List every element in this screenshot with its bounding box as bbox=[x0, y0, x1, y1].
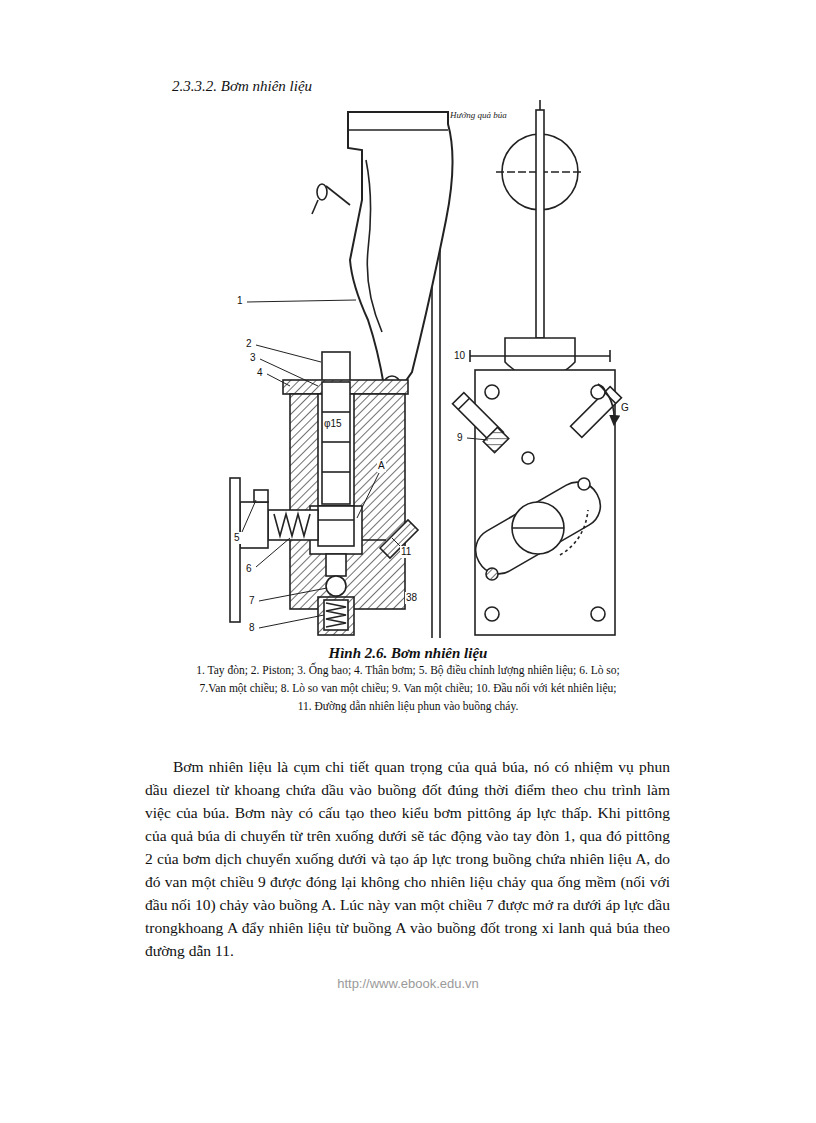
footer-url: http://www.ebook.edu.vn bbox=[0, 976, 816, 991]
section-heading: 2.3.3.2. Bơm nhiên liệu bbox=[172, 78, 312, 95]
drawing-part bbox=[274, 514, 310, 536]
drawing-part bbox=[256, 538, 290, 567]
drawing-part bbox=[317, 184, 327, 200]
drawing-part bbox=[512, 502, 564, 554]
dimension-label: φ15 bbox=[323, 418, 343, 430]
drawing-part bbox=[322, 382, 350, 504]
drawing-part bbox=[260, 359, 318, 386]
drawing-part bbox=[240, 502, 268, 548]
drawing-part bbox=[322, 441, 350, 443]
callout-number: 2 bbox=[245, 338, 253, 350]
figure-caption: Hình 2.6. Bơm nhiên liệu bbox=[0, 645, 816, 662]
callout-number: 10 bbox=[453, 350, 466, 362]
callout-letter: A bbox=[377, 460, 386, 472]
drawing-part bbox=[467, 438, 488, 440]
drawing-part bbox=[259, 588, 327, 601]
callout-number: 3 bbox=[249, 352, 257, 364]
drawing-part bbox=[468, 474, 609, 582]
drawing-part bbox=[357, 473, 379, 518]
drawing-part bbox=[324, 600, 348, 630]
drawing-part bbox=[268, 510, 318, 540]
drawing-part bbox=[318, 597, 354, 635]
drawing-part bbox=[522, 452, 534, 464]
drawing-part bbox=[485, 385, 499, 399]
drawing-part bbox=[247, 300, 356, 302]
drawing-part bbox=[470, 355, 610, 357]
drawing-part bbox=[591, 607, 605, 621]
drawing-part bbox=[536, 110, 544, 338]
drawing-part bbox=[348, 112, 453, 392]
callout-number: 4 bbox=[256, 367, 264, 379]
drawing-part bbox=[468, 474, 609, 582]
figure-note: Hướng quả búa bbox=[450, 110, 507, 120]
drawing-part bbox=[512, 527, 564, 529]
drawing-part bbox=[322, 471, 350, 473]
drawing-part bbox=[362, 539, 386, 541]
callout-number: 6 bbox=[245, 563, 253, 575]
callout-number: 8 bbox=[248, 622, 256, 634]
drawing-part bbox=[326, 576, 346, 596]
drawing-part bbox=[322, 411, 350, 413]
body-paragraph: Bơm nhiên liệu là cụm chi tiết quan trọn… bbox=[145, 755, 670, 962]
dimension-label: 38 bbox=[405, 592, 418, 604]
callout-number: 9 bbox=[456, 432, 464, 444]
drawing-part bbox=[609, 350, 611, 362]
drawing-part bbox=[598, 384, 614, 424]
drawing-part bbox=[578, 478, 590, 490]
drawing-part bbox=[469, 350, 471, 362]
drawing-part bbox=[326, 186, 350, 205]
drawing-part bbox=[485, 607, 499, 621]
callout-number: 11 bbox=[400, 546, 412, 558]
legend-line: 1. Tay đòn; 2. Piston; 3. Ống bao; 4. Th… bbox=[0, 664, 816, 676]
drawing-part bbox=[348, 129, 448, 131]
callout-number: 1 bbox=[236, 295, 244, 307]
drawing-part bbox=[326, 554, 346, 576]
drawing-part bbox=[366, 160, 382, 332]
drawing-part bbox=[458, 398, 469, 409]
callout-number: 5 bbox=[233, 532, 241, 544]
legend-line: 11. Đường dẫn nhiên liệu phun vào buồng … bbox=[0, 700, 816, 712]
drawing-part bbox=[312, 200, 318, 214]
legend-line: 7.Van một chiều; 8. Lò so van một chiều;… bbox=[0, 682, 816, 694]
drawing-part bbox=[267, 374, 290, 386]
drawing-part bbox=[560, 510, 588, 555]
drawing-part bbox=[326, 603, 346, 627]
drawing-part bbox=[230, 478, 240, 622]
drawing-part bbox=[242, 300, 488, 628]
drawing-part bbox=[256, 345, 321, 362]
drawing-part bbox=[259, 615, 324, 628]
drawing-part bbox=[392, 538, 400, 546]
callout-number: 7 bbox=[248, 595, 256, 607]
drawing-part bbox=[439, 200, 441, 638]
drawing-part bbox=[318, 506, 354, 546]
drawing-part bbox=[380, 520, 418, 558]
drawing-part bbox=[242, 500, 256, 532]
callout-letter: G bbox=[620, 402, 630, 414]
drawing-part bbox=[591, 385, 605, 399]
drawing-part bbox=[318, 519, 354, 521]
drawing-part bbox=[230, 100, 621, 638]
drawing-part bbox=[486, 568, 498, 580]
drawing-part bbox=[322, 352, 350, 382]
